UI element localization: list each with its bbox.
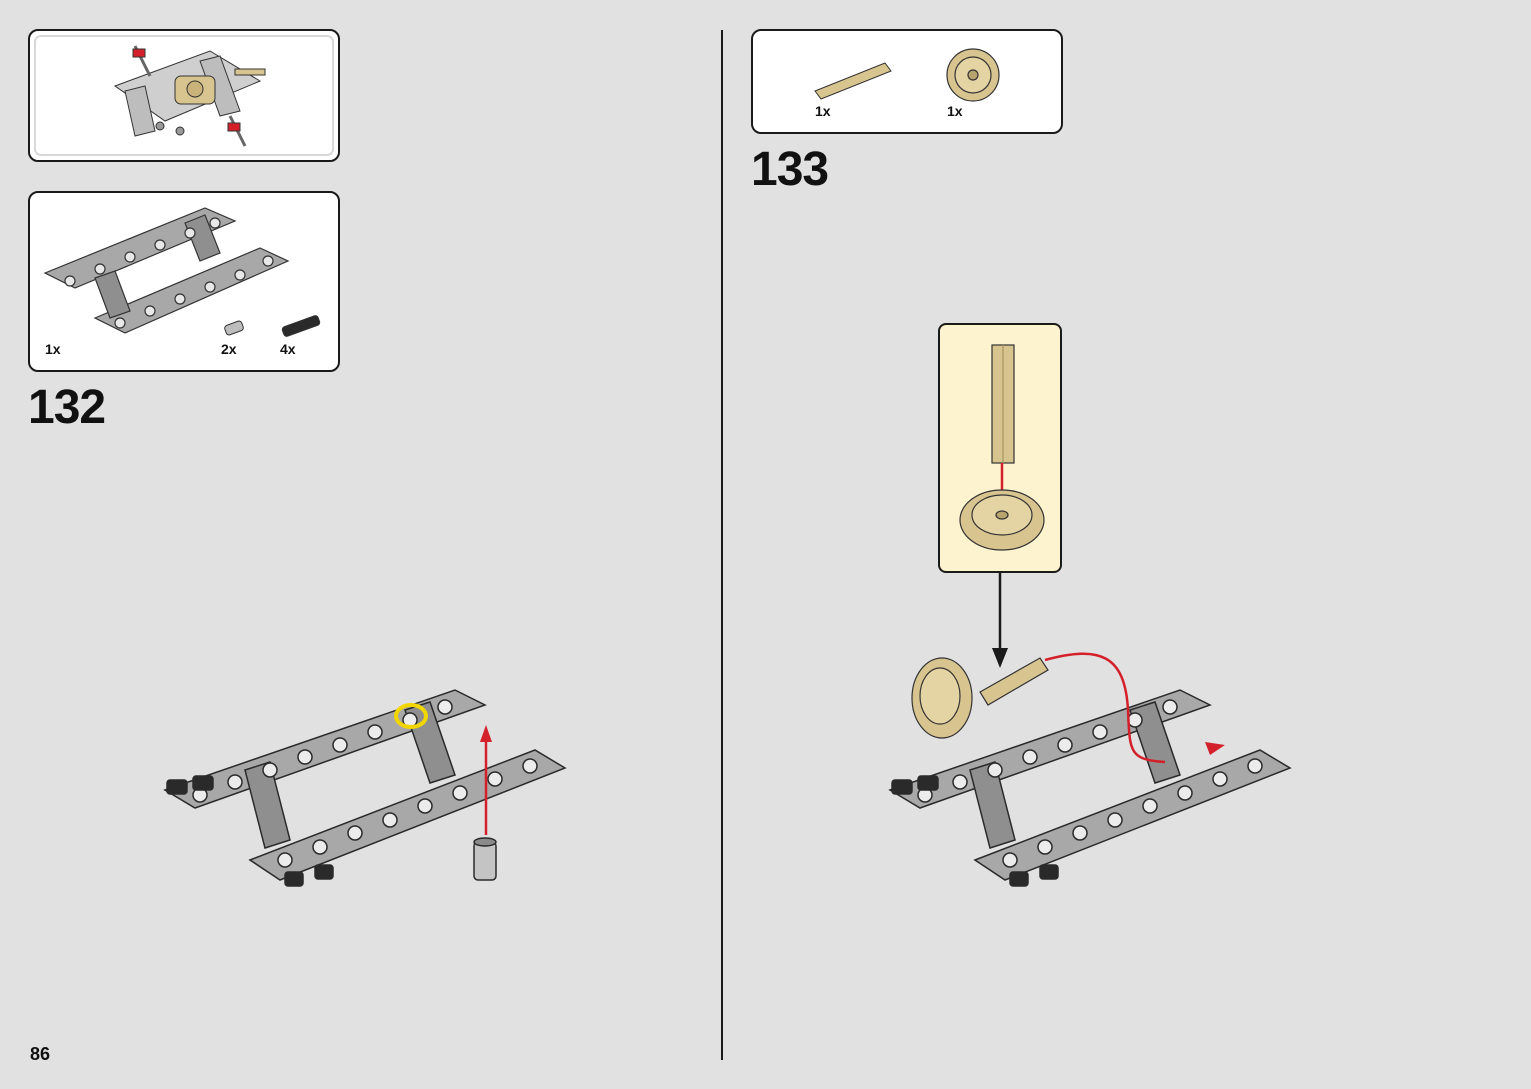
page-divider bbox=[721, 30, 723, 1060]
gear-axle-assembly bbox=[911, 657, 1049, 739]
step-133-illustration bbox=[888, 652, 1292, 887]
axle-icon bbox=[814, 62, 892, 100]
step-132-illustration bbox=[163, 689, 567, 887]
insert-path-arrow bbox=[1044, 652, 1166, 764]
part-qty-gear: 1x bbox=[947, 103, 963, 119]
highlight-circle bbox=[394, 703, 428, 729]
parts-list-box: 1x 2x 4x bbox=[28, 191, 340, 372]
part-qty-connector-pin: 2x bbox=[221, 341, 237, 357]
parts-icons bbox=[814, 48, 1000, 102]
gear-icon bbox=[946, 48, 1000, 102]
friction-pin-icon bbox=[281, 315, 321, 337]
part-qty-friction-pin: 4x bbox=[280, 341, 296, 357]
connector-pin bbox=[473, 837, 497, 881]
connector-pin-icon bbox=[224, 320, 244, 336]
callout-arrow bbox=[992, 573, 1008, 668]
previous-assembly-preview-box bbox=[28, 29, 340, 162]
previous-assembly-illustration bbox=[113, 45, 266, 147]
gear-icon-callout bbox=[959, 489, 1045, 551]
part-qty-axle: 1x bbox=[815, 103, 831, 119]
step-number-133: 133 bbox=[751, 143, 829, 196]
callout-illustration bbox=[959, 344, 1045, 551]
step-number: 132 bbox=[28, 381, 106, 434]
frame-assembly-part-icon bbox=[43, 207, 321, 337]
parts-list-box-step-133: 1x 1x bbox=[751, 29, 1063, 134]
page-number: 86 bbox=[30, 1044, 51, 1064]
insert-arrow bbox=[480, 725, 492, 835]
sub-assembly-callout bbox=[938, 323, 1062, 573]
part-qty-frame: 1x bbox=[45, 341, 61, 357]
